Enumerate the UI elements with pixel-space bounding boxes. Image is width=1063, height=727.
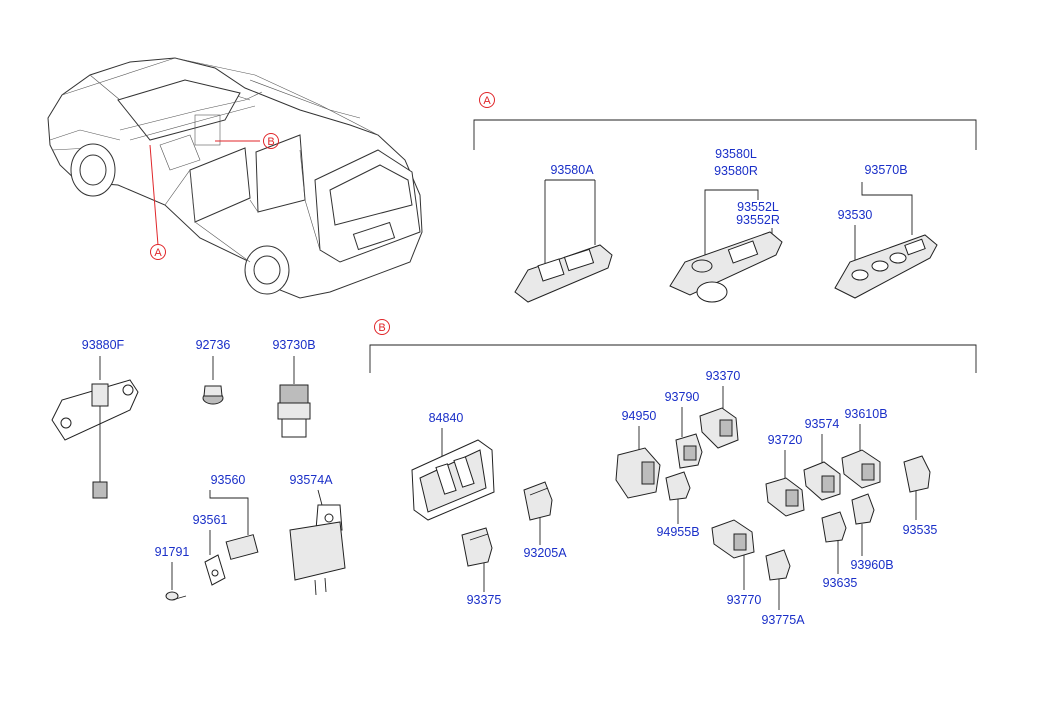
part-label-93610B: 93610B bbox=[844, 407, 887, 421]
part-label-93580A: 93580A bbox=[550, 163, 594, 177]
section-a-label: A bbox=[483, 95, 491, 107]
part-label-93775A: 93775A bbox=[761, 613, 805, 627]
section-b-label: B bbox=[378, 322, 385, 334]
part-93880F-sensor bbox=[51, 379, 139, 499]
part-label-93530: 93530 bbox=[838, 208, 873, 222]
part-93610B-switch bbox=[841, 449, 881, 489]
part-92736-cap bbox=[202, 385, 224, 405]
part-93720-switch bbox=[765, 477, 805, 517]
part-93574A-relay bbox=[289, 504, 346, 596]
part-93370-switch bbox=[699, 407, 739, 449]
part-label-93770: 93770 bbox=[727, 593, 762, 607]
part-93205A-switch bbox=[523, 481, 553, 521]
part-label-93560: 93560 bbox=[211, 473, 246, 487]
part-label-93375: 93375 bbox=[467, 593, 502, 607]
part-84840-panel bbox=[411, 439, 495, 521]
callout-a-vehicle: A bbox=[154, 247, 162, 259]
part-93570B-switch bbox=[834, 234, 938, 299]
part-93580-switch bbox=[669, 231, 783, 303]
part-93775A-switch bbox=[765, 549, 791, 581]
part-label-84840: 84840 bbox=[429, 411, 464, 425]
part-label-92736: 92736 bbox=[196, 338, 231, 352]
part-label-93370: 93370 bbox=[706, 369, 741, 383]
part-label-93880F: 93880F bbox=[82, 338, 125, 352]
part-label-93730B: 93730B bbox=[272, 338, 315, 352]
part-93560-switch bbox=[204, 534, 259, 586]
part-93635-switch bbox=[821, 511, 847, 543]
section-a-bracket bbox=[473, 92, 977, 150]
vehicle-illustration bbox=[47, 57, 423, 299]
callout-b-vehicle: B bbox=[267, 136, 274, 148]
part-93770-switch bbox=[711, 519, 755, 559]
part-93580A-switch bbox=[514, 244, 613, 303]
part-94955B-switch bbox=[665, 471, 691, 501]
part-label-94955B: 94955B bbox=[656, 525, 699, 539]
part-93960B-switch bbox=[851, 493, 875, 525]
section-b-bracket bbox=[369, 319, 977, 373]
part-label-93580R: 93580R bbox=[714, 164, 758, 178]
part-label-93790: 93790 bbox=[665, 390, 700, 404]
part-label-93552R: 93552R bbox=[736, 213, 780, 227]
part-label-93205A: 93205A bbox=[523, 546, 567, 560]
part-label-93720: 93720 bbox=[768, 433, 803, 447]
part-93375-switch bbox=[461, 527, 493, 567]
part-label-93960B: 93960B bbox=[850, 558, 893, 572]
part-93535-switch bbox=[903, 455, 931, 493]
part-91791-screw bbox=[165, 591, 187, 601]
part-label-93535: 93535 bbox=[903, 523, 938, 537]
part-label-93570B: 93570B bbox=[864, 163, 907, 177]
part-label-94950: 94950 bbox=[622, 409, 657, 423]
part-93574-switch bbox=[803, 461, 841, 501]
part-label-91791: 91791 bbox=[155, 545, 190, 559]
part-94950-socket bbox=[615, 447, 661, 499]
part-label-93552L: 93552L bbox=[737, 200, 779, 214]
part-93790-switch bbox=[675, 433, 703, 469]
part-label-93561: 93561 bbox=[193, 513, 228, 527]
part-label-93574A: 93574A bbox=[289, 473, 333, 487]
part-label-93580L: 93580L bbox=[715, 147, 757, 161]
part-label-93635: 93635 bbox=[823, 576, 858, 590]
part-label-93574: 93574 bbox=[805, 417, 840, 431]
part-93730B-switch bbox=[277, 384, 311, 438]
